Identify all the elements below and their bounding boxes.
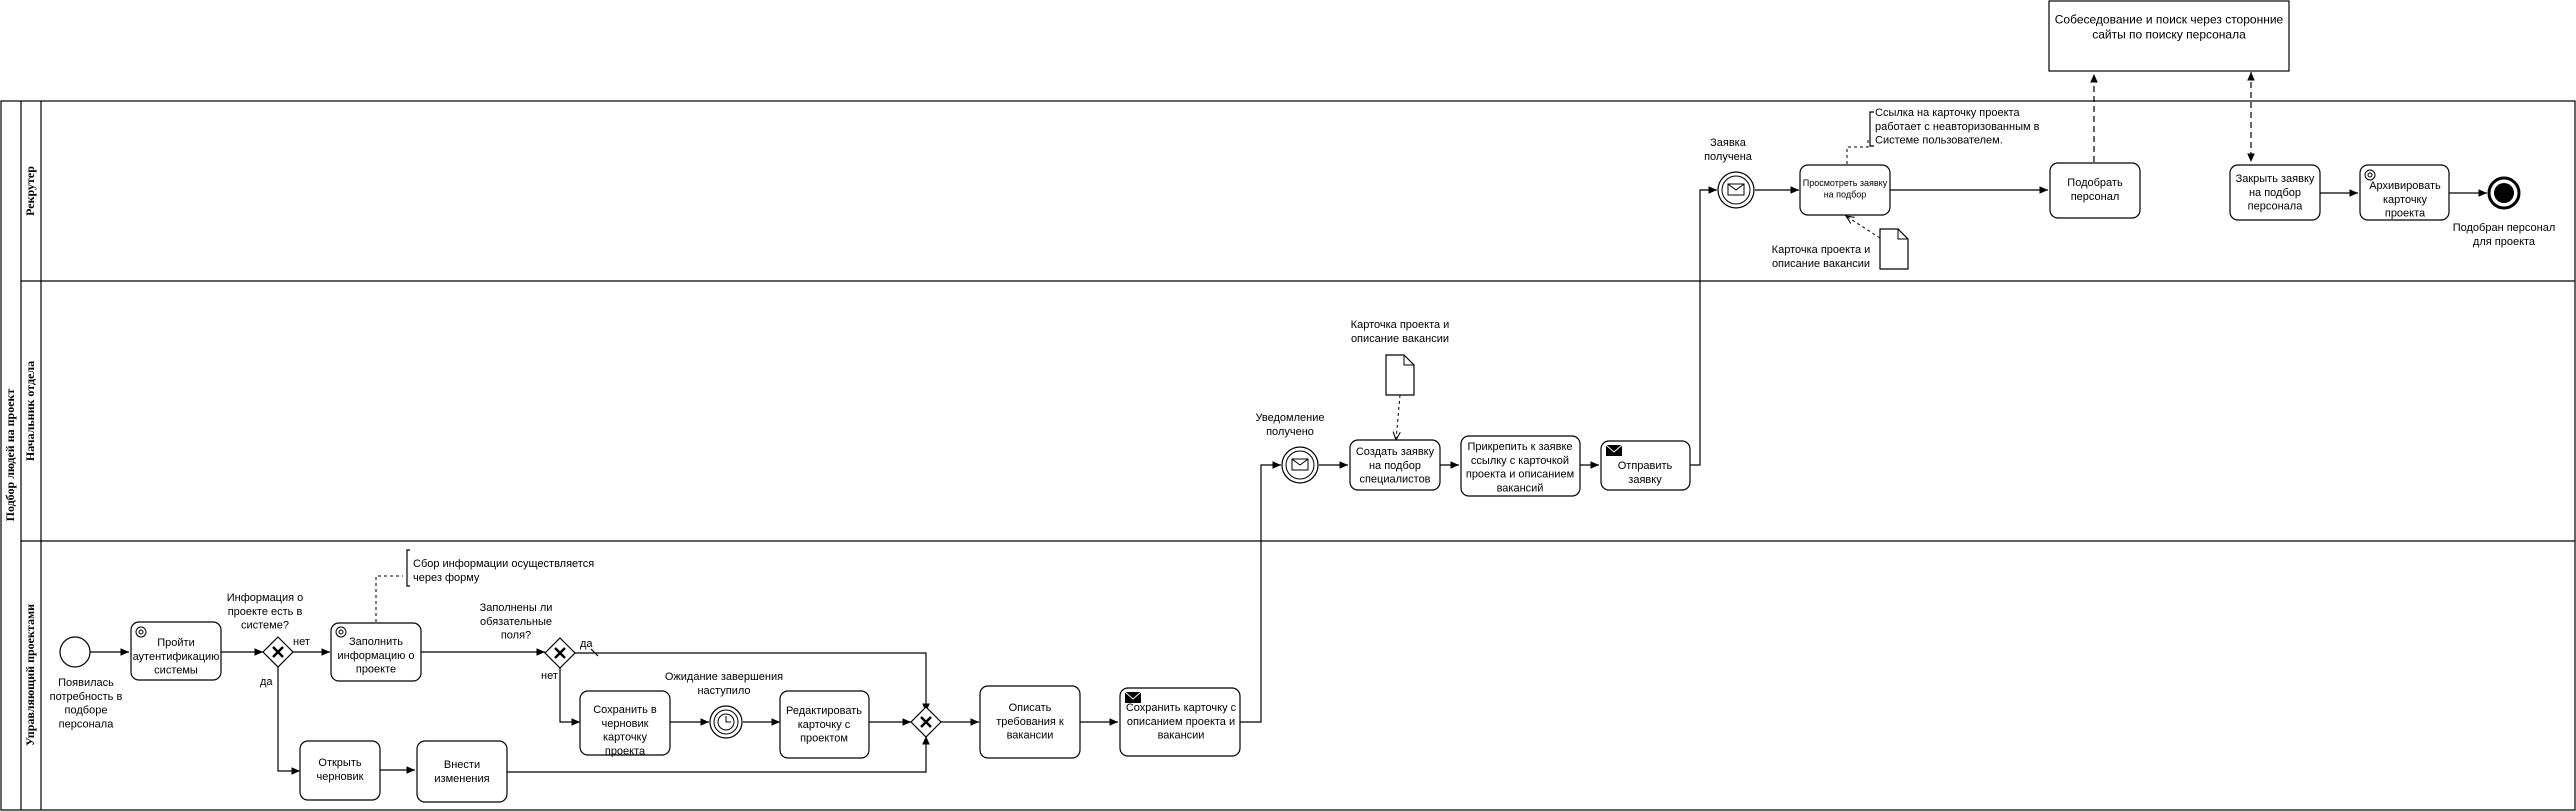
svg-text:Собеседование и поиск через ст: Собеседование и поиск через сторонниесай… xyxy=(2055,13,2284,42)
envelope-icon xyxy=(1605,444,1623,456)
lane-title-head: Начальник отдела xyxy=(23,361,37,461)
recruiter-flows xyxy=(1755,72,2487,239)
manager-flows xyxy=(90,461,1281,775)
gateway-required-no-label: нет xyxy=(541,670,558,682)
clock-icon xyxy=(717,713,735,731)
pool-title: Подбор людей на проект xyxy=(3,389,17,522)
lane-title-recruiter: Рекрутер xyxy=(23,166,37,216)
merge-gateway xyxy=(910,706,942,738)
lane-title-manager: Управляющий проектами xyxy=(23,604,37,746)
gear-icon xyxy=(2364,169,2376,181)
gateway-info-yes-label: да xyxy=(260,676,273,688)
gear-icon xyxy=(135,626,147,638)
gateway-info-no-label: нет xyxy=(293,636,310,648)
head-flows xyxy=(1319,186,1717,469)
envelope-icon xyxy=(1124,691,1142,703)
gear-icon xyxy=(335,626,347,638)
envelope-icon xyxy=(1727,183,1745,196)
gateway-required-yes-label: да xyxy=(580,638,593,650)
envelope-icon xyxy=(1291,458,1309,471)
